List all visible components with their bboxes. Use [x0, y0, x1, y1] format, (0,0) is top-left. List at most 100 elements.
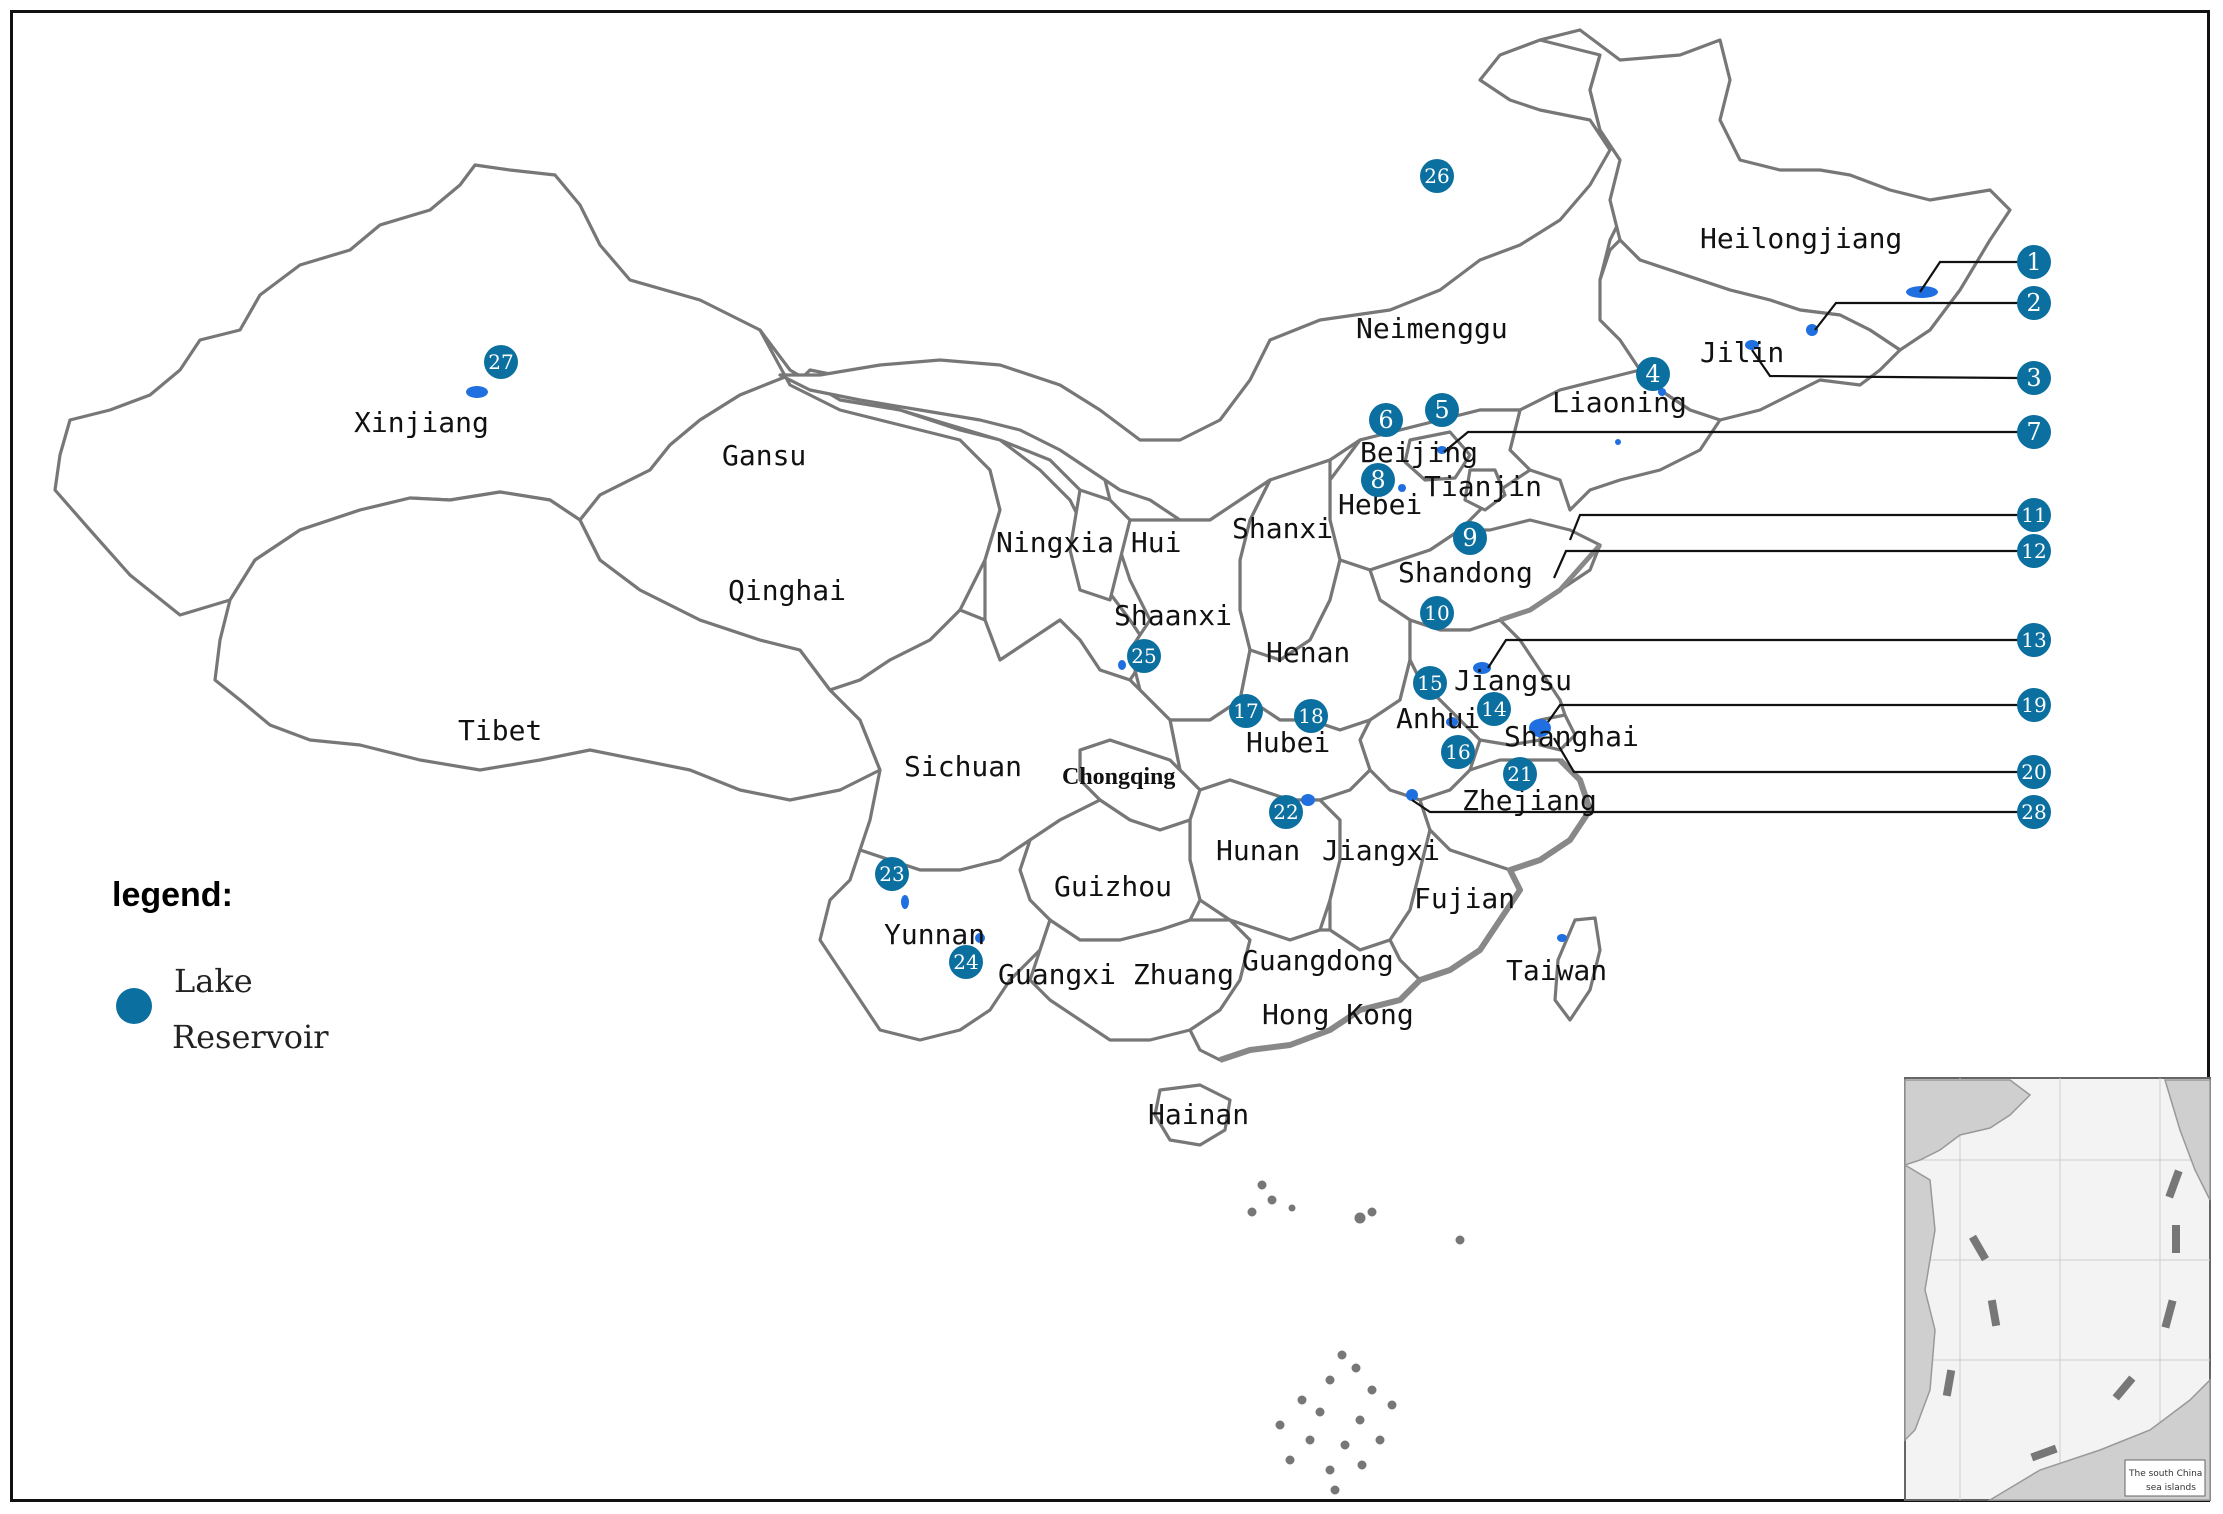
- legend-item-reservoir: Reservoir: [172, 1018, 329, 1056]
- svg-text:3: 3: [2026, 364, 2041, 392]
- svg-text:17: 17: [1233, 699, 1258, 723]
- label-henan: Henan: [1266, 636, 1350, 669]
- ningxia-shape[interactable]: [1068, 488, 1132, 602]
- legend-title: legend:: [112, 876, 233, 914]
- svg-text:27: 27: [488, 350, 513, 374]
- site-marker-12[interactable]: 12: [2017, 534, 2051, 568]
- legend-item-lake: Lake: [174, 962, 253, 1000]
- label-tibet: Tibet: [458, 714, 542, 747]
- tibet-shape[interactable]: [213, 490, 882, 802]
- site-marker-22[interactable]: 22: [1269, 795, 1303, 829]
- label-chongqing: Chongqing: [1062, 764, 1175, 790]
- label-jiangxi: Jiangxi: [1322, 834, 1440, 867]
- site-marker-2[interactable]: 2: [2017, 286, 2051, 320]
- svg-text:2: 2: [2026, 289, 2041, 317]
- site-marker-3[interactable]: 3: [2017, 361, 2051, 395]
- svg-text:5: 5: [1434, 396, 1449, 424]
- svg-text:25: 25: [1131, 644, 1156, 668]
- site-marker-24[interactable]: 24: [949, 945, 983, 979]
- svg-text:22: 22: [1273, 800, 1298, 824]
- site-marker-18[interactable]: 18: [1294, 699, 1328, 733]
- label-liaoning: Liaoning: [1552, 386, 1687, 419]
- legend-marker: [116, 988, 152, 1024]
- label-neimenggu: Neimenggu: [1356, 312, 1508, 345]
- label-ningxia: Ningxia Hui: [996, 526, 1181, 559]
- label-fujian: Fujian: [1414, 882, 1515, 915]
- label-gansu: Gansu: [722, 439, 806, 472]
- label-shandong: Shandong: [1398, 556, 1533, 589]
- label-taiwan: Taiwan: [1506, 954, 1607, 987]
- site-marker-1[interactable]: 1: [2017, 245, 2051, 279]
- site-markers: 1 2 3 4 5 6 7 8 9 10 11 12 13 14 15 16 1…: [484, 159, 2051, 979]
- site-marker-11[interactable]: 11: [2017, 498, 2051, 532]
- label-shanghai: Shanghai: [1504, 720, 1639, 753]
- svg-text:18: 18: [1298, 704, 1323, 728]
- svg-text:1: 1: [2026, 248, 2041, 276]
- label-shaanxi: Shaanxi: [1114, 599, 1232, 632]
- site-marker-19[interactable]: 19: [2017, 688, 2051, 722]
- legend: legend: Lake Reservoir: [112, 876, 329, 1056]
- site-marker-6[interactable]: 6: [1369, 403, 1403, 437]
- label-hunan: Hunan: [1216, 834, 1300, 867]
- label-heilongjiang: Heilongjiang: [1700, 222, 1902, 255]
- svg-text:21: 21: [1507, 762, 1532, 786]
- label-tianjin: Tianjin: [1424, 470, 1542, 503]
- label-guizhou: Guizhou: [1054, 870, 1172, 903]
- coastline-islands: [1219, 543, 1602, 1495]
- site-marker-4[interactable]: 4: [1636, 357, 1670, 391]
- label-guangdong: Guangdong: [1242, 944, 1394, 977]
- svg-text:23: 23: [879, 862, 904, 886]
- yunnan-shape[interactable]: [818, 838, 1052, 1042]
- site-marker-27[interactable]: 27: [484, 345, 518, 379]
- svg-text:13: 13: [2021, 628, 2046, 652]
- leader-lines: [1411, 260, 2019, 814]
- svg-text:20: 20: [2021, 760, 2046, 784]
- site-marker-14[interactable]: 14: [1477, 692, 1511, 726]
- liaoning-shape[interactable]: [1508, 368, 1722, 512]
- svg-text:26: 26: [1424, 164, 1449, 188]
- site-marker-20[interactable]: 20: [2017, 755, 2051, 789]
- label-hongkong: Hong Kong: [1262, 998, 1414, 1031]
- svg-text:12: 12: [2021, 539, 2046, 563]
- heilongjiang-shape[interactable]: [1538, 28, 2012, 352]
- site-marker-10[interactable]: 10: [1420, 596, 1454, 630]
- svg-text:10: 10: [1424, 601, 1449, 625]
- svg-text:11: 11: [2021, 503, 2046, 527]
- site-marker-17[interactable]: 17: [1229, 694, 1263, 728]
- svg-text:14: 14: [1481, 697, 1506, 721]
- site-marker-13[interactable]: 13: [2017, 623, 2051, 657]
- hainan-shape[interactable]: [1153, 1083, 1232, 1147]
- svg-text:9: 9: [1462, 524, 1477, 552]
- site-marker-23[interactable]: 23: [875, 857, 909, 891]
- site-marker-5[interactable]: 5: [1425, 393, 1459, 427]
- site-marker-26[interactable]: 26: [1420, 159, 1454, 193]
- svg-text:15: 15: [1417, 671, 1442, 695]
- water-bodies: [466, 286, 1938, 943]
- label-jilin: Jilin: [1700, 336, 1784, 369]
- site-marker-28[interactable]: 28: [2017, 795, 2051, 829]
- site-marker-25[interactable]: 25: [1127, 639, 1161, 673]
- site-marker-21[interactable]: 21: [1503, 757, 1537, 791]
- province-labels: Heilongjiang Jilin Liaoning Neimenggu Xi…: [354, 222, 1902, 1131]
- svg-text:24: 24: [953, 950, 978, 974]
- inset-caption-line2: sea islands: [2146, 1483, 2196, 1493]
- svg-text:6: 6: [1378, 406, 1393, 434]
- label-shanxi: Shanxi: [1232, 512, 1333, 545]
- label-qinghai: Qinghai: [728, 574, 846, 607]
- province-shapes: [53, 28, 2012, 1147]
- svg-text:4: 4: [1645, 360, 1660, 388]
- svg-text:16: 16: [1445, 740, 1470, 764]
- jilin-shape[interactable]: [1598, 238, 1902, 422]
- site-marker-15[interactable]: 15: [1413, 666, 1447, 700]
- site-marker-7[interactable]: 7: [2017, 415, 2051, 449]
- taiwan-shape[interactable]: [1553, 916, 1602, 1022]
- label-sichuan: Sichuan: [904, 750, 1022, 783]
- site-marker-16[interactable]: 16: [1441, 735, 1475, 769]
- site-marker-9[interactable]: 9: [1453, 521, 1487, 555]
- svg-text:28: 28: [2021, 800, 2046, 824]
- label-hainan: Hainan: [1148, 1098, 1249, 1131]
- site-marker-8[interactable]: 8: [1361, 463, 1395, 497]
- tianjin-shape[interactable]: [1463, 468, 1507, 512]
- label-xinjiang: Xinjiang: [354, 406, 489, 439]
